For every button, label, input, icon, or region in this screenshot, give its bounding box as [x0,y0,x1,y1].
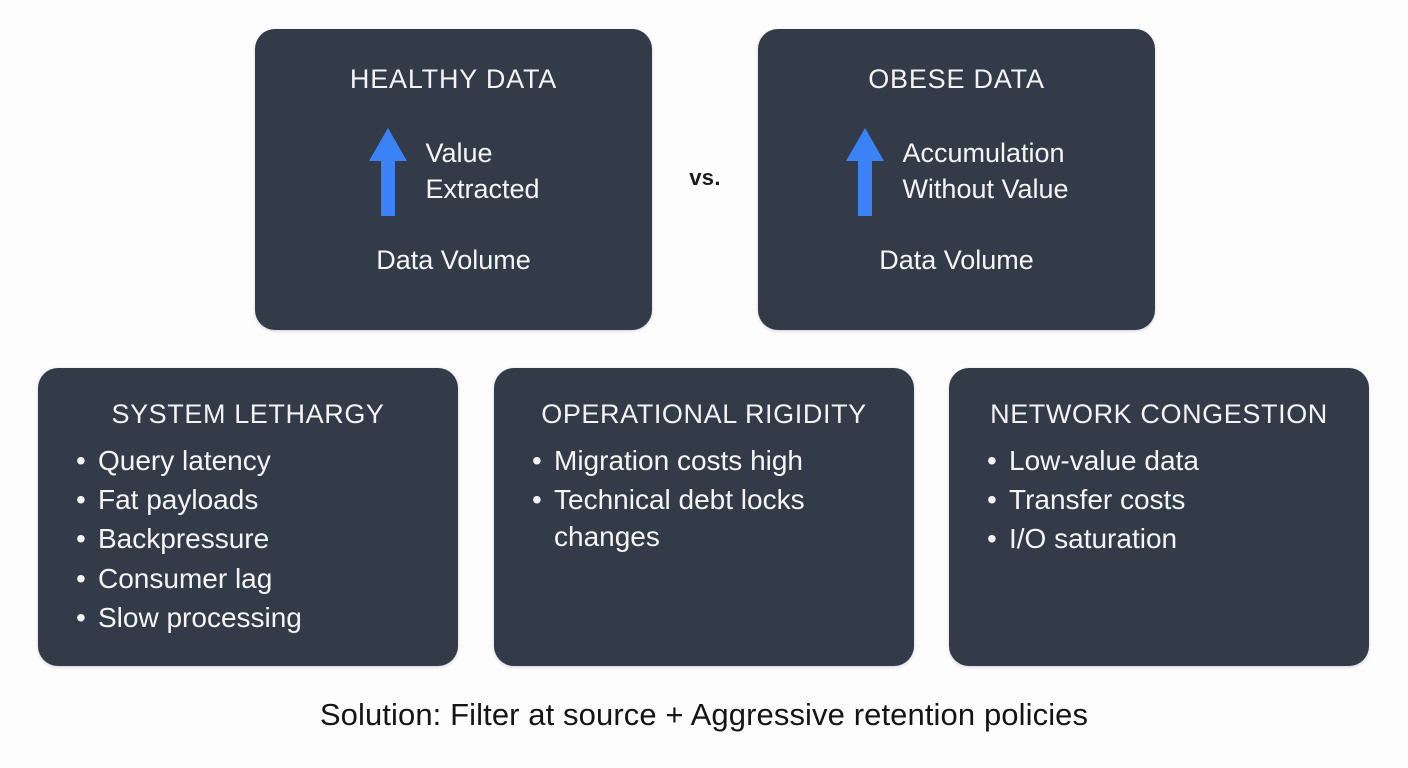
healthy-data-axis-row: Value Extracted [255,126,652,218]
versus-separator: vs. [689,165,721,190]
solution-caption: Solution: Filter at source + Aggressive … [319,697,1089,732]
obese-data-axis-row: Accumulation Without Value [758,126,1155,218]
arrow-up-icon [846,128,885,216]
operational-rigidity-list: Migration costs high Technical debt lock… [494,442,914,556]
list-item: Backpressure [76,520,432,557]
arrow-up-icon [369,128,408,216]
obese-data-axis-label: Accumulation Without Value [902,138,1069,204]
obese-data-baseline-label: Data Volume [879,245,1034,275]
network-congestion-list: Low-value data Transfer costs I/O satura… [949,442,1369,558]
list-item: Consumer lag [76,560,432,597]
system-lethargy-title: SYSTEM LETHARGY [111,399,385,429]
network-congestion-title: NETWORK CONGESTION [990,399,1328,429]
operational-rigidity-title: OPERATIONAL RIGIDITY [541,399,867,429]
list-item: Slow processing [76,599,432,636]
system-lethargy-list: Query latency Fat payloads Backpressure … [38,442,458,636]
system-lethargy-card: SYSTEM LETHARGY Query latency Fat payloa… [38,368,458,666]
list-item: Fat payloads [76,481,432,518]
operational-rigidity-card: OPERATIONAL RIGIDITY Migration costs hig… [494,368,914,666]
list-item: Low-value data [987,442,1343,479]
obese-data-title: OBESE DATA [868,64,1045,94]
healthy-data-title: HEALTHY DATA [349,64,558,94]
network-congestion-card: NETWORK CONGESTION Low-value data Transf… [949,368,1369,666]
list-item: Query latency [76,442,432,479]
obese-data-card: OBESE DATA Accumulation Without Value Da… [758,29,1155,330]
list-item: Transfer costs [987,481,1343,518]
healthy-data-baseline-label: Data Volume [376,245,531,275]
healthy-data-axis-label: Value Extracted [425,138,540,204]
list-item: Migration costs high [532,442,888,479]
list-item: Technical debt locks changes [532,481,888,555]
list-item: I/O saturation [987,520,1343,557]
healthy-data-card: HEALTHY DATA Value Extracted Data Volume [255,29,652,330]
